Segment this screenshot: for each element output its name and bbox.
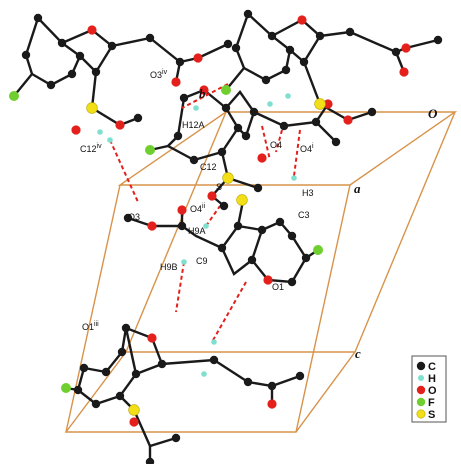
legend-label-s: S [428,409,435,421]
axis-label-b: b [199,86,206,101]
label-o1iii: O1iii [82,321,99,332]
axis-label-origin: O [428,106,438,121]
label-o1: O1 [272,282,284,292]
label-o3iv: O3iv [150,69,168,80]
atoms-hydrogen [97,93,297,377]
atoms-fluorine [9,85,323,393]
legend-label-c: C [428,361,436,373]
legend-label-h: H [428,373,436,385]
label-o4: O4 [270,140,282,150]
cell-edge [125,111,227,353]
label-h9a: H9A [188,226,206,236]
label-c9: C9 [196,256,208,266]
label-c3: C3 [298,210,310,220]
unit-cell [64,111,458,433]
label-h9b: H9B [160,262,178,272]
label-c12iv: C12iv [80,143,102,154]
legend-label-f: F [428,397,435,409]
label-h3: H3 [302,188,314,198]
label-s: S [216,182,222,192]
label-o4ii: O4ii [190,203,206,214]
axis-label-a: a [354,181,361,196]
cell-edge [354,111,456,353]
bonds [12,12,440,464]
atom-labels: O3iv H12A O4 O4i C12iv C12 S H3 C3 O3 O4… [80,69,314,332]
label-o3: O3 [128,212,140,222]
cell-edge [295,184,351,433]
label-c12: C12 [200,162,217,172]
legend-swatch-fluorine [416,397,426,407]
legend-label-o: O [428,385,437,397]
legend-swatch-carbon [416,361,426,371]
legend-swatch-oxygen [416,385,426,395]
label-h12a: H12A [182,120,205,130]
atoms-oxygen [71,15,411,427]
atoms-sulfur [86,98,326,416]
axis-label-c: c [355,346,361,361]
hydrogen-bonds [109,83,301,343]
cell-bottom-face [64,351,357,433]
legend-swatch-hydrogen [418,375,424,381]
atoms-carbon [21,9,443,464]
legend-swatch-sulfur [416,409,426,419]
label-o4i: O4i [300,143,314,154]
element-legend: C H O F S [411,355,447,423]
